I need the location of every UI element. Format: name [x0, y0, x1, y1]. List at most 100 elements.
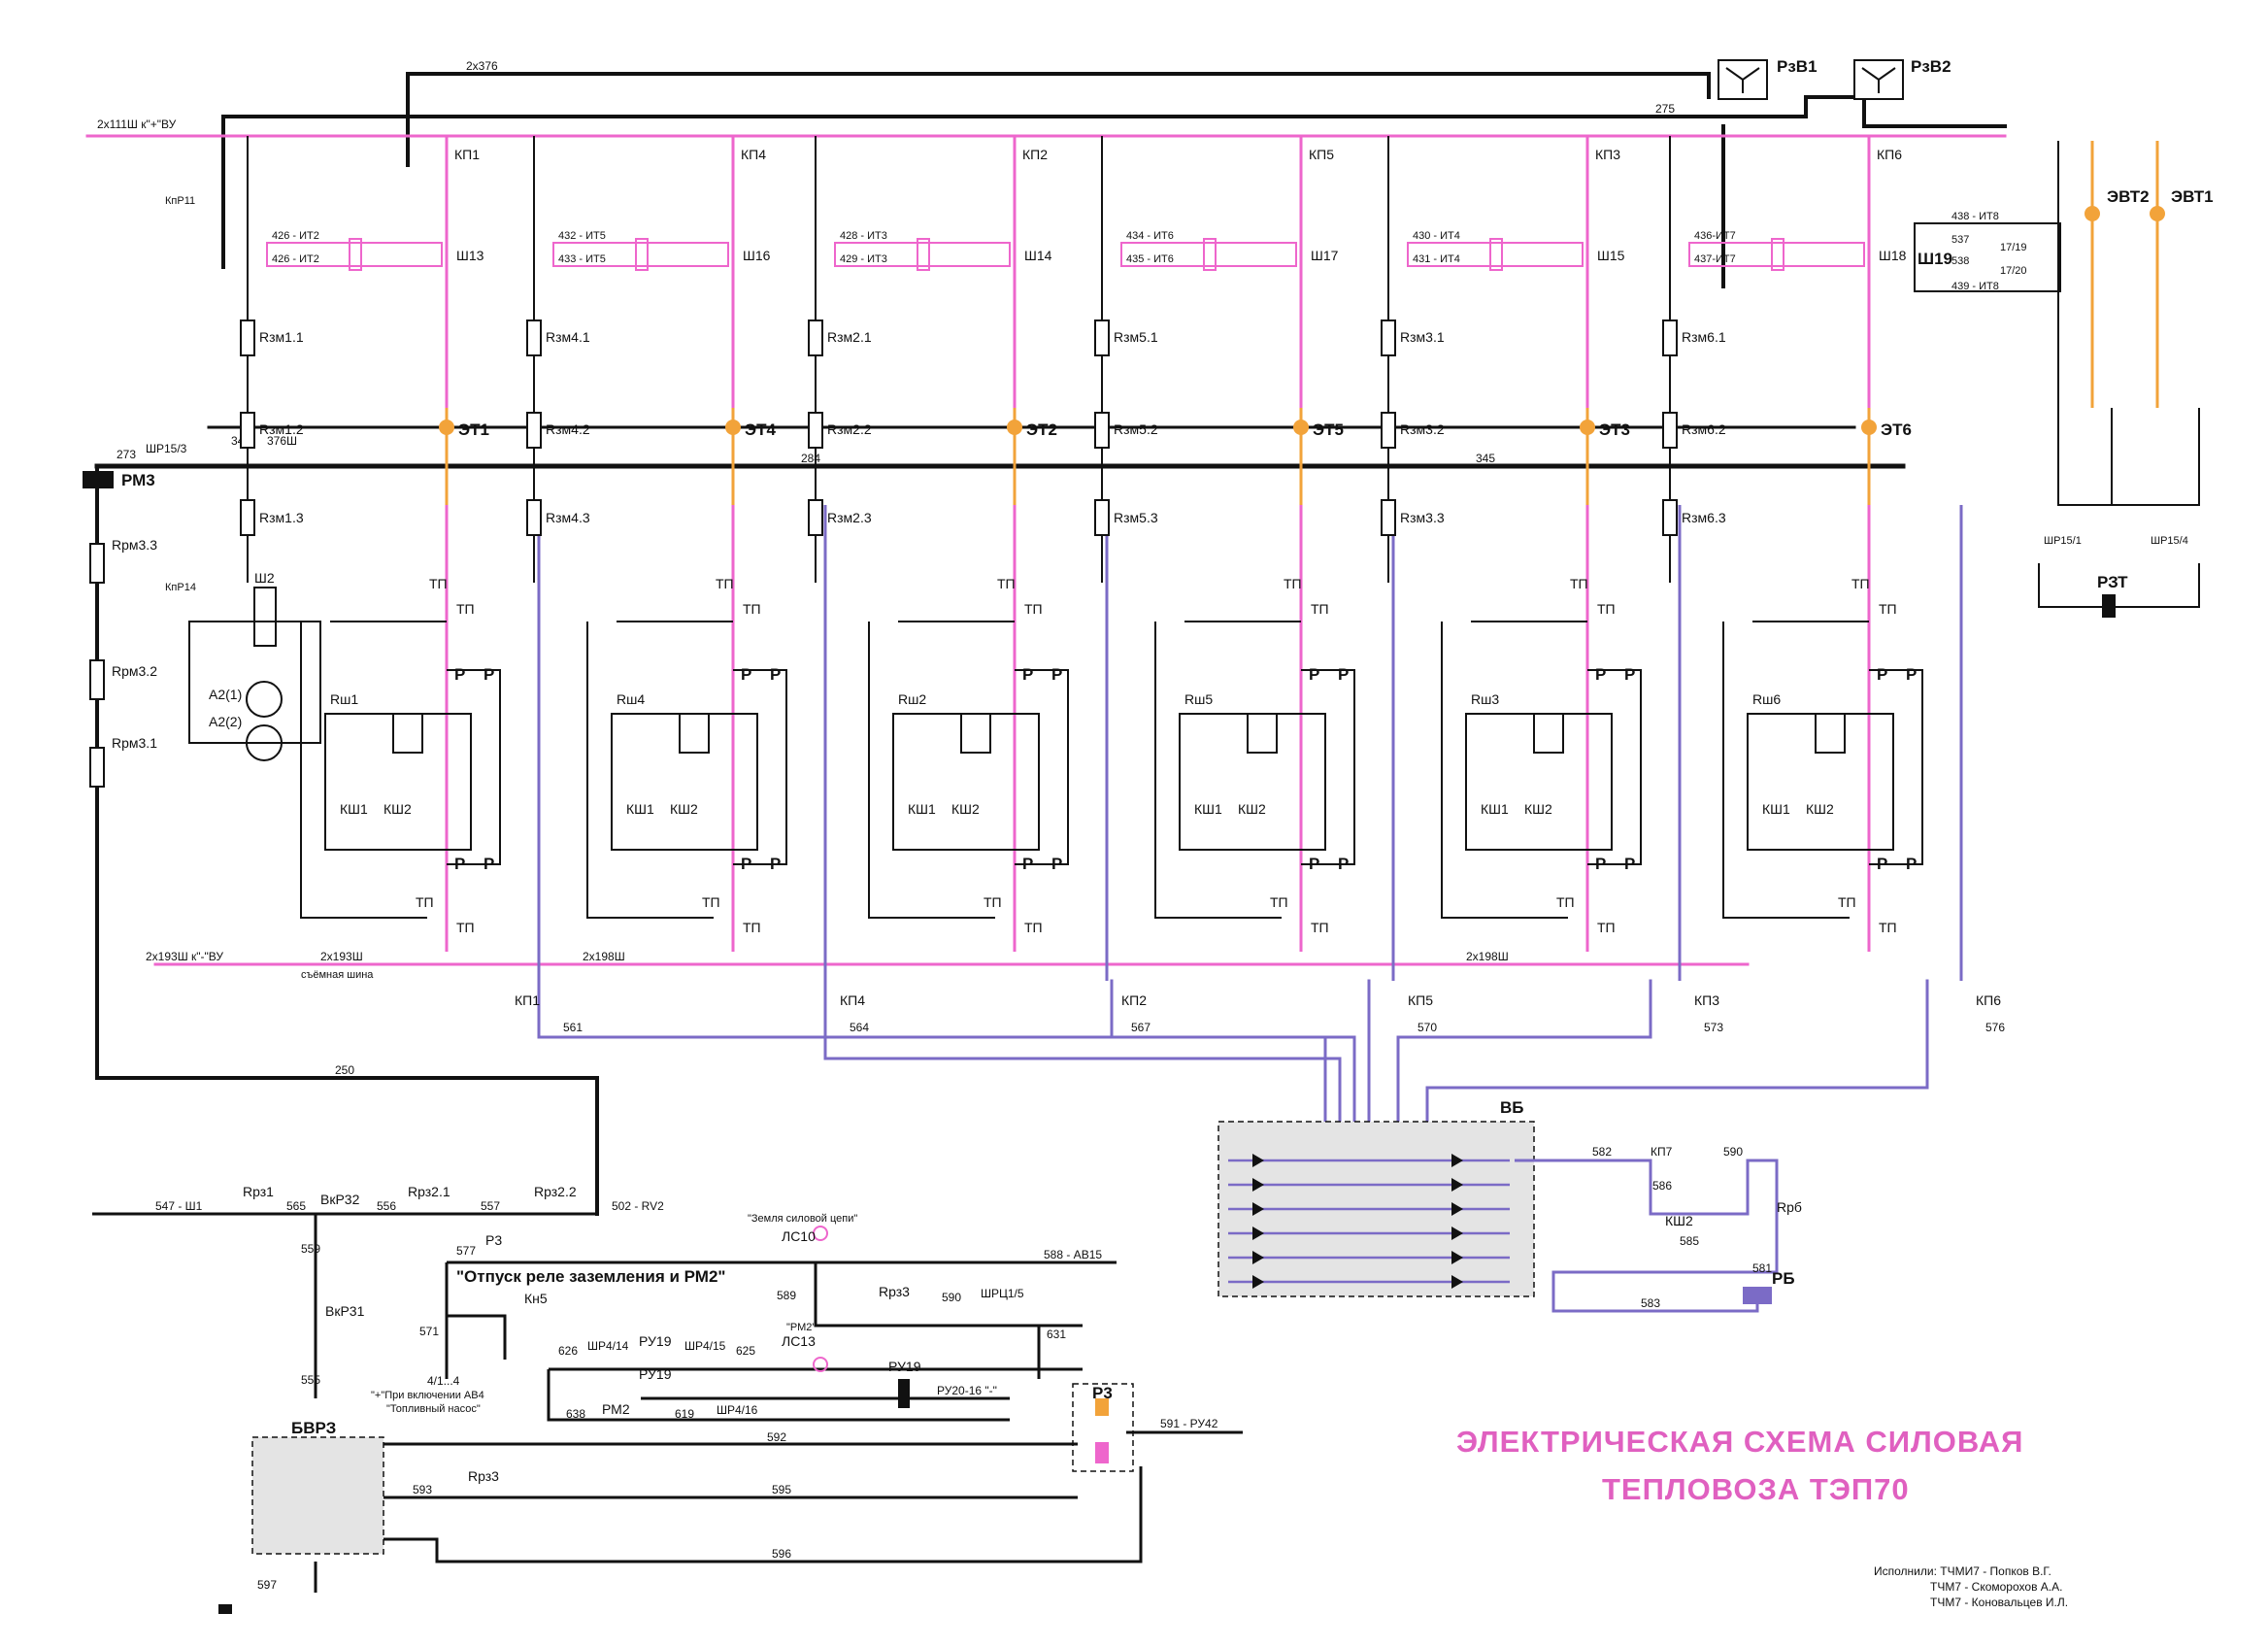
- label-et-2: ЭТ4: [745, 420, 776, 439]
- label-sh19-w5: 17/20: [2000, 265, 2027, 277]
- label-ls13: ЛС13: [782, 1333, 816, 1349]
- label-tp-c-4: ТП: [1311, 920, 1329, 935]
- label-559: 559: [301, 1242, 320, 1256]
- label-ram1-6: Rзм6.1: [1682, 329, 1726, 345]
- label-wbot-6: 576: [1985, 1021, 2005, 1034]
- label-625: 625: [736, 1344, 755, 1358]
- label-p-d-1: Р: [484, 855, 494, 873]
- label-ksh1-3: КШ1: [908, 801, 936, 817]
- label-sh19-w1: 438 - ИТ8: [1951, 211, 1999, 222]
- label-rsh-3: Rш2: [898, 691, 926, 707]
- label-585: 585: [1680, 1234, 1699, 1248]
- label-rsh-2: Rш4: [617, 691, 645, 707]
- label-p-a-4: Р: [1309, 665, 1319, 684]
- label-shr115: ШРЦ1/5: [981, 1287, 1024, 1300]
- label-kn5: Кн5: [524, 1291, 548, 1306]
- label-a2-2: А2(2): [209, 714, 242, 729]
- label-kp-bot-2: КП4: [840, 992, 865, 1008]
- label-p3: Р3: [485, 1232, 502, 1248]
- diode-right-icon: [1451, 1227, 1463, 1240]
- label-shr414: ШР4/14: [587, 1339, 629, 1353]
- label-p-c-5: Р: [1595, 855, 1606, 873]
- rm3-block: РМ3 Rрм3.3 Rрм3.2 Rрм3.1: [83, 471, 157, 806]
- label-596: 596: [772, 1547, 791, 1561]
- label-p-a-1: Р: [454, 665, 465, 684]
- label-pink-bus: 2х111Ш к"+"ВУ: [97, 118, 177, 131]
- label-rrz3: Rрз3: [879, 1284, 910, 1299]
- label-it2-2: 433 - ИТ5: [558, 253, 606, 265]
- label-sh-4: Ш17: [1311, 248, 1339, 263]
- label-ksh1-2: КШ1: [626, 801, 654, 817]
- label-sh-2: Ш16: [743, 248, 771, 263]
- label-vkr32: ВкР32: [320, 1192, 360, 1207]
- label-tp-b-2: ТП: [743, 601, 761, 617]
- label-rsh-5: Rш3: [1471, 691, 1499, 707]
- label-zemlya: "Земля силовой цепи": [748, 1213, 857, 1225]
- label-588: 588 - АВ15: [1044, 1248, 1102, 1261]
- label-p-c-6: Р: [1877, 855, 1887, 873]
- label-p-d-6: Р: [1906, 855, 1917, 873]
- label-rb: РБ: [1772, 1269, 1795, 1288]
- label-bottom-pink: 2х193Ш к"-"ВУ: [146, 950, 223, 963]
- label-shr416: ШР4/16: [717, 1403, 758, 1417]
- label-547: 547 - Ш1: [155, 1199, 203, 1213]
- label-p-b-3: Р: [1051, 665, 1062, 684]
- label-ram1-1: Rзм1.1: [259, 329, 304, 345]
- label-rrb: Rрб: [1777, 1199, 1802, 1215]
- label-it2-1: 426 - ИТ2: [272, 253, 319, 265]
- label-ram1-4: Rзм5.1: [1114, 329, 1158, 345]
- bottom-control-labels: 547 - Ш1 Rрз1 ВкР32 Rрз2.1 Rрз2.2 502 - …: [155, 1184, 1218, 1592]
- label-ksh2-4: КШ2: [1238, 801, 1266, 817]
- label-sh19-w4: 538: [1951, 255, 1969, 267]
- label-wbot-3: 567: [1131, 1021, 1151, 1034]
- label-kp-3: КП2: [1022, 147, 1048, 162]
- label-p-b-4: Р: [1338, 665, 1349, 684]
- label-ksh2-3: КШ2: [951, 801, 980, 817]
- label-p-c-1: Р: [454, 855, 465, 873]
- diode-left-icon: [1252, 1251, 1264, 1264]
- label-rsh-1: Rш1: [330, 691, 358, 707]
- label-p-d-2: Р: [770, 855, 781, 873]
- label-ru19c: РУ19: [888, 1359, 921, 1374]
- label-wbot-1: 561: [563, 1021, 583, 1034]
- label-a2-1: А2(1): [209, 687, 242, 702]
- sh19-block: Ш19 438 - ИТ8 537 17/19 538 17/20 439 - …: [1914, 211, 2061, 292]
- diode-left-icon: [1252, 1178, 1264, 1192]
- diode-right-icon: [1451, 1202, 1463, 1216]
- label-ram1-2: Rзм4.1: [546, 329, 590, 345]
- label-ksh2-1: КШ2: [384, 801, 412, 817]
- label-tp-d-2: ТП: [702, 894, 720, 910]
- label-p-d-3: Р: [1051, 855, 1062, 873]
- label-582: 582: [1592, 1145, 1612, 1159]
- label-kp-6: КП6: [1877, 147, 1902, 162]
- label-597: 597: [257, 1578, 277, 1592]
- title-line2: ТЕПЛОВОЗА ТЭП70: [1602, 1472, 1910, 1506]
- label-tp-b-6: ТП: [1879, 601, 1897, 617]
- label-et-6: ЭТ6: [1881, 420, 1912, 439]
- label-ksh2-2: КШ2: [670, 801, 698, 817]
- label-638: 638: [566, 1407, 585, 1421]
- label-kp-bot-4: КП5: [1408, 992, 1433, 1008]
- label-rm2q: "РМ2": [786, 1322, 816, 1333]
- label-tp-a-3: ТП: [997, 576, 1016, 591]
- diode-right-icon: [1451, 1275, 1463, 1289]
- label-ru19b: РУ19: [639, 1366, 672, 1382]
- label-tp-a-6: ТП: [1851, 576, 1870, 591]
- label-sh2: Ш2: [254, 570, 275, 586]
- label-p-b-1: Р: [484, 665, 494, 684]
- label-kp-bot-3: КП2: [1121, 992, 1147, 1008]
- label-555: 555: [301, 1373, 320, 1387]
- label-tp-a-4: ТП: [1284, 576, 1302, 591]
- label-kp7: КП7: [1651, 1145, 1673, 1159]
- label-tp-a-1: ТП: [429, 576, 448, 591]
- label-ksh1-4: КШ1: [1194, 801, 1222, 817]
- label-rzv1: РзВ1: [1777, 57, 1818, 76]
- label-345: 345: [1476, 452, 1495, 465]
- label-it1-6: 436-ИТ7: [1694, 230, 1736, 242]
- label-kpr11: КпР11: [165, 195, 195, 207]
